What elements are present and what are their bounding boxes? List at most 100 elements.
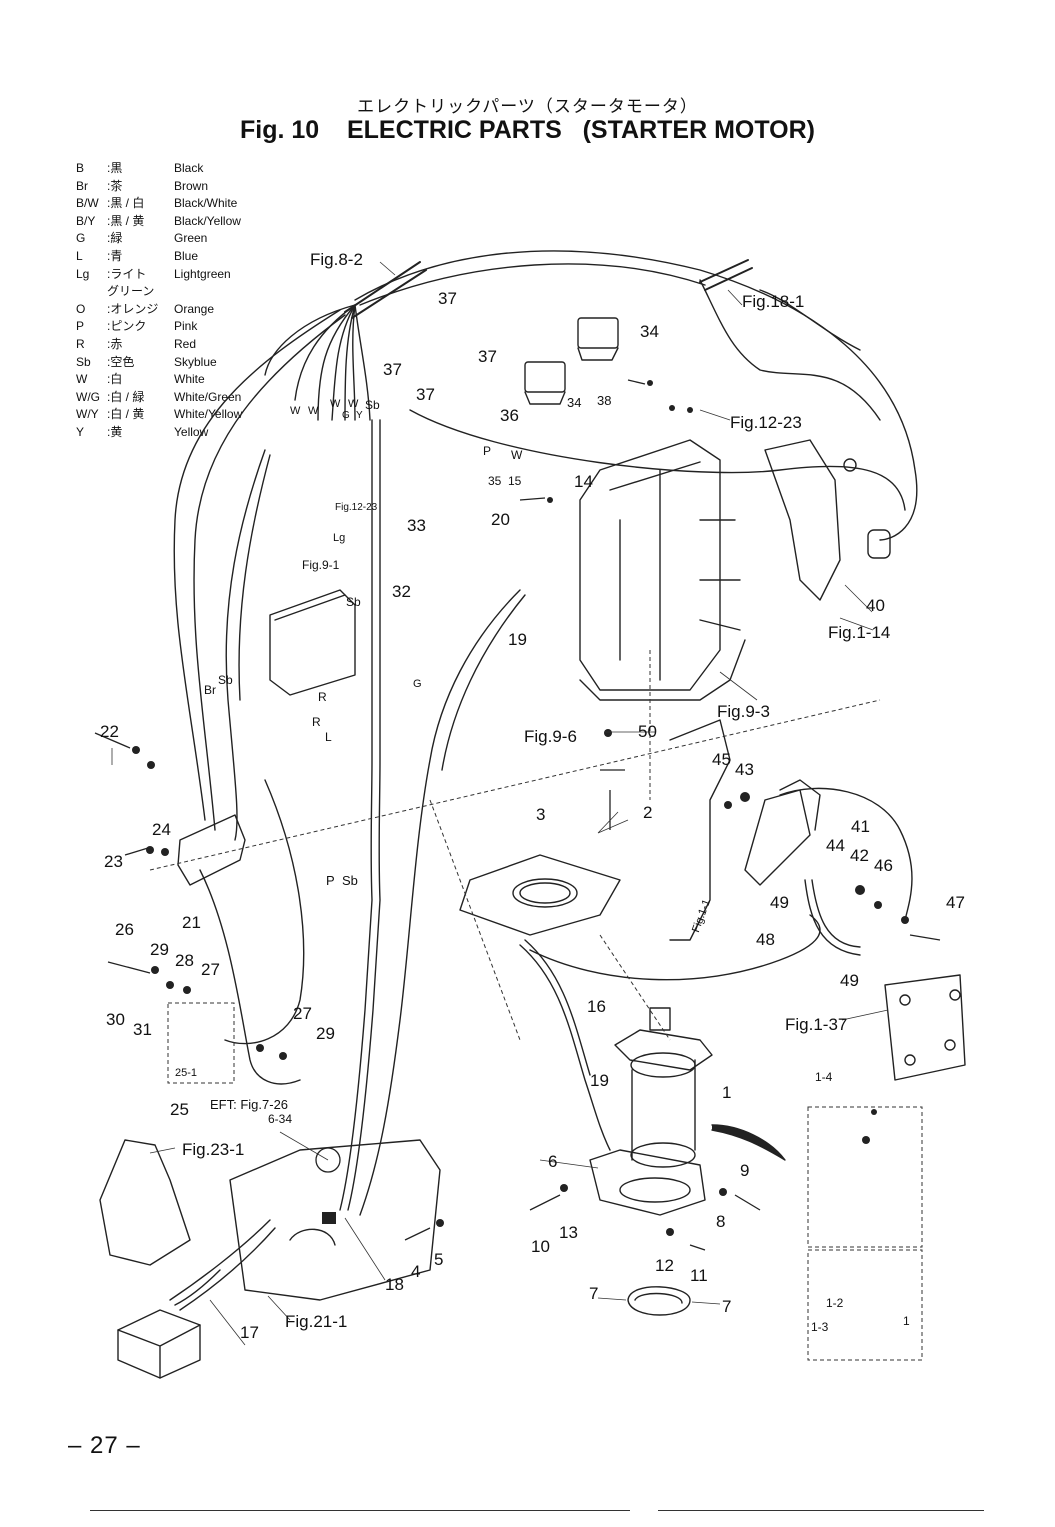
legend-jp: :ピンク [107, 319, 147, 334]
legend-row: P :ピンク Pink [76, 318, 242, 336]
legend-en: White/Yellow [174, 407, 243, 422]
legend-jp: :空色 [107, 354, 135, 369]
callout-23: 23 [104, 852, 123, 871]
legend-code: B/W [76, 196, 99, 211]
legend-en: Brown [174, 178, 209, 193]
legend-code: W [76, 372, 88, 387]
callout-35: 35 [488, 474, 502, 488]
callout-27: 27 [293, 1004, 312, 1023]
wire-label-p: P [326, 873, 335, 888]
japanese-title: エレクトリックパーツ（スタータモータ） [357, 97, 698, 116]
callout-28: 28 [175, 951, 194, 970]
legend-code: W/G [76, 389, 100, 404]
legend-code: Br [76, 178, 88, 193]
fig-ref-23-1: Fig.23-1 [182, 1140, 245, 1159]
legend-row: L :青 Blue [76, 248, 242, 266]
callout-16: 16 [587, 997, 606, 1016]
legend-en: Green [174, 231, 208, 246]
legend-code: W/Y [76, 407, 99, 422]
wire-label-sb: Sb [365, 398, 380, 412]
callout-29: 29 [316, 1024, 335, 1043]
callout-37: 37 [416, 385, 435, 404]
callout-6: 6 [548, 1152, 558, 1171]
callout-19: 19 [508, 630, 527, 649]
callout-1-2: 1-2 [826, 1296, 844, 1310]
wire-label-br: Br [204, 683, 216, 697]
figure-title: Fig. 10 ELECTRIC PARTS (STARTER MOTOR) [239, 116, 815, 144]
legend-code: L [76, 248, 83, 263]
legend-jp: :白 / 緑 [107, 389, 145, 404]
callout-37: 37 [478, 347, 497, 366]
callout-21: 21 [182, 913, 201, 932]
fig-ref-1-37: Fig.1-37 [785, 1015, 848, 1034]
legend-code: G [76, 231, 86, 246]
callout-4: 4 [411, 1262, 421, 1281]
callout-40: 40 [866, 596, 885, 615]
legend-jp: グリーン [107, 284, 155, 299]
eft-ref: EFT: Fig.7-26 [210, 1097, 289, 1112]
wire-label-sb: Sb [342, 873, 358, 888]
legend-en: Blue [174, 248, 199, 263]
wire-label-g: G [413, 678, 422, 690]
fig-ref-8-2: Fig.8-2 [310, 250, 363, 269]
callout-5: 5 [434, 1250, 444, 1269]
callout-30: 30 [106, 1010, 125, 1029]
legend-code: Sb [76, 354, 91, 369]
wire-label-lg: Lg [333, 532, 346, 544]
wire-label-w: W [330, 398, 341, 410]
callout-18: 18 [385, 1275, 404, 1294]
legend-code: B/Y [76, 213, 96, 228]
legend-row: グリーン [76, 283, 242, 301]
callout-10: 10 [531, 1237, 550, 1256]
legend-en: Orange [174, 301, 215, 316]
wire-label-sb: Sb [218, 673, 233, 687]
eft-sub-ref: 6-34 [268, 1112, 293, 1126]
legend-jp: :ライト [107, 266, 147, 281]
legend-en: White/Green [174, 389, 242, 404]
wire-label-l: L [325, 730, 332, 744]
wire-label-sb: Sb [346, 595, 361, 609]
callout-20: 20 [491, 510, 510, 529]
legend-en: Red [174, 336, 197, 351]
callout-2: 2 [643, 803, 653, 822]
legend-en: Pink [174, 319, 198, 334]
callout-25: 25 [170, 1100, 189, 1119]
legend-jp: :白 [107, 372, 123, 387]
legend-en: Skyblue [174, 354, 217, 369]
callout-34: 34 [567, 395, 582, 410]
callout-34: 34 [640, 322, 659, 341]
callout-47: 47 [946, 893, 965, 912]
fig-ref-18-1: Fig.18-1 [742, 292, 805, 311]
callout-50: 50 [638, 722, 657, 741]
callout-7: 7 [589, 1284, 599, 1303]
legend-code: P [76, 319, 85, 334]
legend-jp: :黄 [107, 424, 123, 439]
callout-9: 9 [740, 1161, 750, 1180]
legend-row: W/G :白 / 緑 White/Green [76, 389, 242, 407]
callout-1: 1 [722, 1083, 732, 1102]
callout-13: 13 [559, 1223, 578, 1242]
callout-1-3: 1-3 [811, 1320, 829, 1334]
wire-label-y: Y [356, 410, 363, 421]
callout-42: 42 [850, 846, 869, 865]
fig-ref-9-6: Fig.9-6 [524, 727, 577, 746]
callout-44: 44 [826, 836, 845, 855]
callout-31: 31 [133, 1020, 152, 1039]
legend-jp: :黒 [107, 161, 123, 175]
callout-22: 22 [100, 722, 119, 741]
callout-38: 38 [597, 393, 612, 408]
callout-46: 46 [874, 856, 893, 875]
legend-jp: :青 [107, 248, 123, 263]
legend-jp: :オレンジ [107, 301, 159, 316]
footer-rule-right [658, 1510, 984, 1511]
legend-jp: :黒 / 黄 [107, 213, 145, 228]
